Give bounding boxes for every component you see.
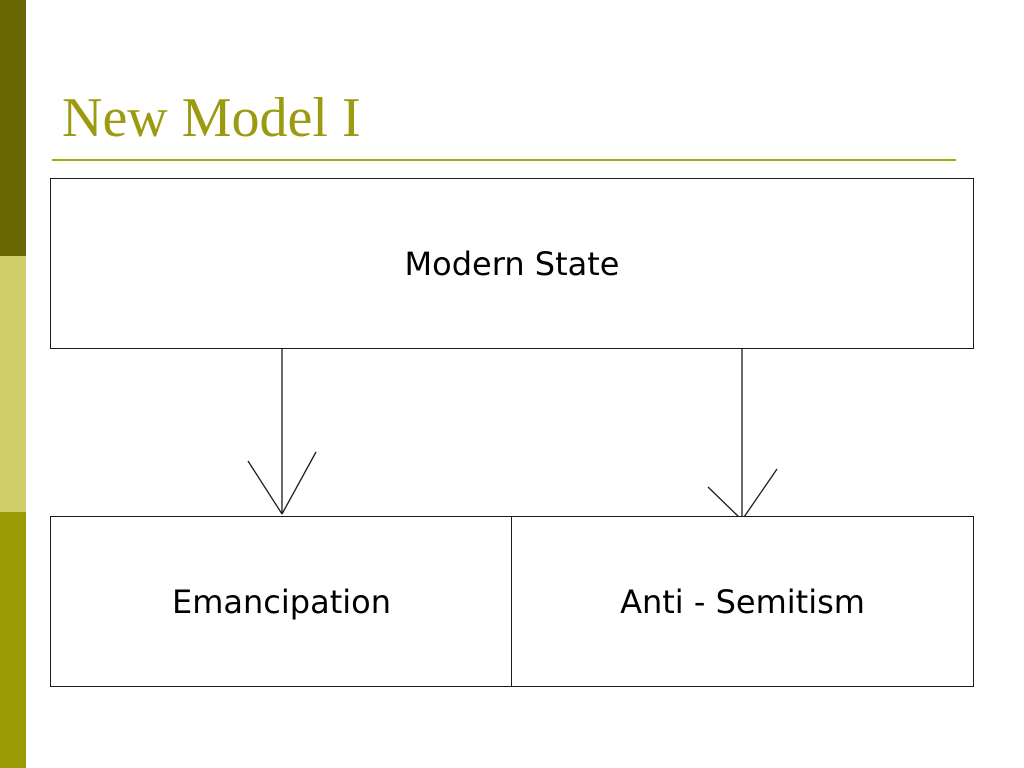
anti-semitism-box: Anti - Semitism: [511, 516, 974, 687]
emancipation-box: Emancipation: [50, 516, 513, 687]
arrow-to-emancipation-head-left: [247, 460, 283, 515]
arrow-to-anti-semitism-head-left: [707, 486, 743, 521]
arrow-to-emancipation-head-right: [281, 451, 317, 515]
arrow-to-anti-semitism-head-right: [741, 468, 778, 521]
side-bar-olive: [0, 512, 26, 768]
modern-state-label: Modern State: [404, 244, 620, 283]
emancipation-label: Emancipation: [172, 582, 391, 621]
side-bar-dark-olive: [0, 0, 26, 256]
arrow-to-anti-semitism: [707, 349, 778, 521]
side-bar-light-olive: [0, 256, 26, 512]
title-underline: [52, 159, 956, 161]
arrow-to-emancipation: [247, 349, 317, 515]
anti-semitism-label: Anti - Semitism: [620, 582, 865, 621]
slide-title: New Model I: [62, 87, 361, 149]
modern-state-box: Modern State: [50, 178, 974, 349]
